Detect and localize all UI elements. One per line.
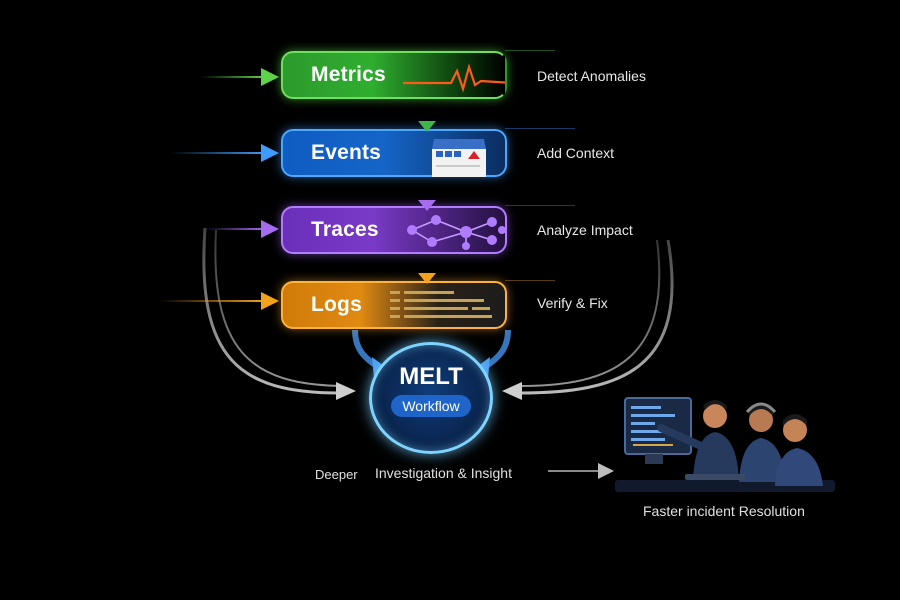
metrics-input-line: [200, 76, 266, 78]
metrics-label: Metrics: [311, 63, 386, 86]
logs-marker-triangle: [418, 273, 436, 284]
metrics-input-arrowhead: [261, 68, 279, 86]
melt-title: MELT: [399, 363, 463, 390]
logs-trail-line: [505, 280, 555, 281]
events-input-line: [170, 152, 265, 154]
melt-subtitle: Workflow: [391, 395, 471, 417]
pulse-waveform-icon: [403, 63, 505, 93]
right-arrowhead: [502, 382, 522, 400]
logs-input-arrowhead: [261, 292, 279, 310]
outcome-caption: Faster incident Resolution: [643, 503, 805, 519]
log-lines-icon: [390, 291, 492, 318]
left-arc-outer: [202, 227, 341, 395]
events-trail-line: [505, 128, 575, 129]
right-arc-outer: [519, 239, 674, 395]
logs-input-line: [160, 300, 265, 302]
insight-arrowhead: [598, 463, 614, 479]
logs-label: Logs: [311, 293, 362, 316]
event-window-icon: [432, 139, 486, 177]
metrics-trail-line: [505, 50, 555, 51]
metrics-action: Detect Anomalies: [537, 68, 646, 84]
traces-action: Analyze Impact: [537, 222, 633, 238]
traces-input-line: [205, 228, 265, 230]
events-action: Add Context: [537, 145, 615, 161]
left-arrowhead: [336, 382, 356, 400]
deeper-caption: Deeper: [315, 467, 358, 482]
trace-graph-icon: [407, 215, 506, 250]
insight-caption: Investigation & Insight: [375, 465, 512, 481]
ops-team-illustration: [615, 397, 835, 492]
traces-trail-line: [505, 205, 575, 206]
metrics-pill: Metrics: [281, 51, 507, 99]
events-input-arrowhead: [261, 144, 279, 162]
right-arc-inner: [519, 239, 661, 387]
logs-pill: Logs: [281, 281, 507, 329]
melt-workflow-hub: MELT Workflow: [369, 342, 493, 454]
traces-marker-triangle: [418, 200, 436, 211]
events-marker-triangle: [418, 121, 436, 132]
left-arc-inner: [214, 229, 341, 387]
traces-label: Traces: [311, 218, 379, 241]
events-label: Events: [311, 141, 382, 164]
logs-action: Verify & Fix: [537, 295, 608, 311]
traces-input-arrowhead: [261, 220, 279, 238]
